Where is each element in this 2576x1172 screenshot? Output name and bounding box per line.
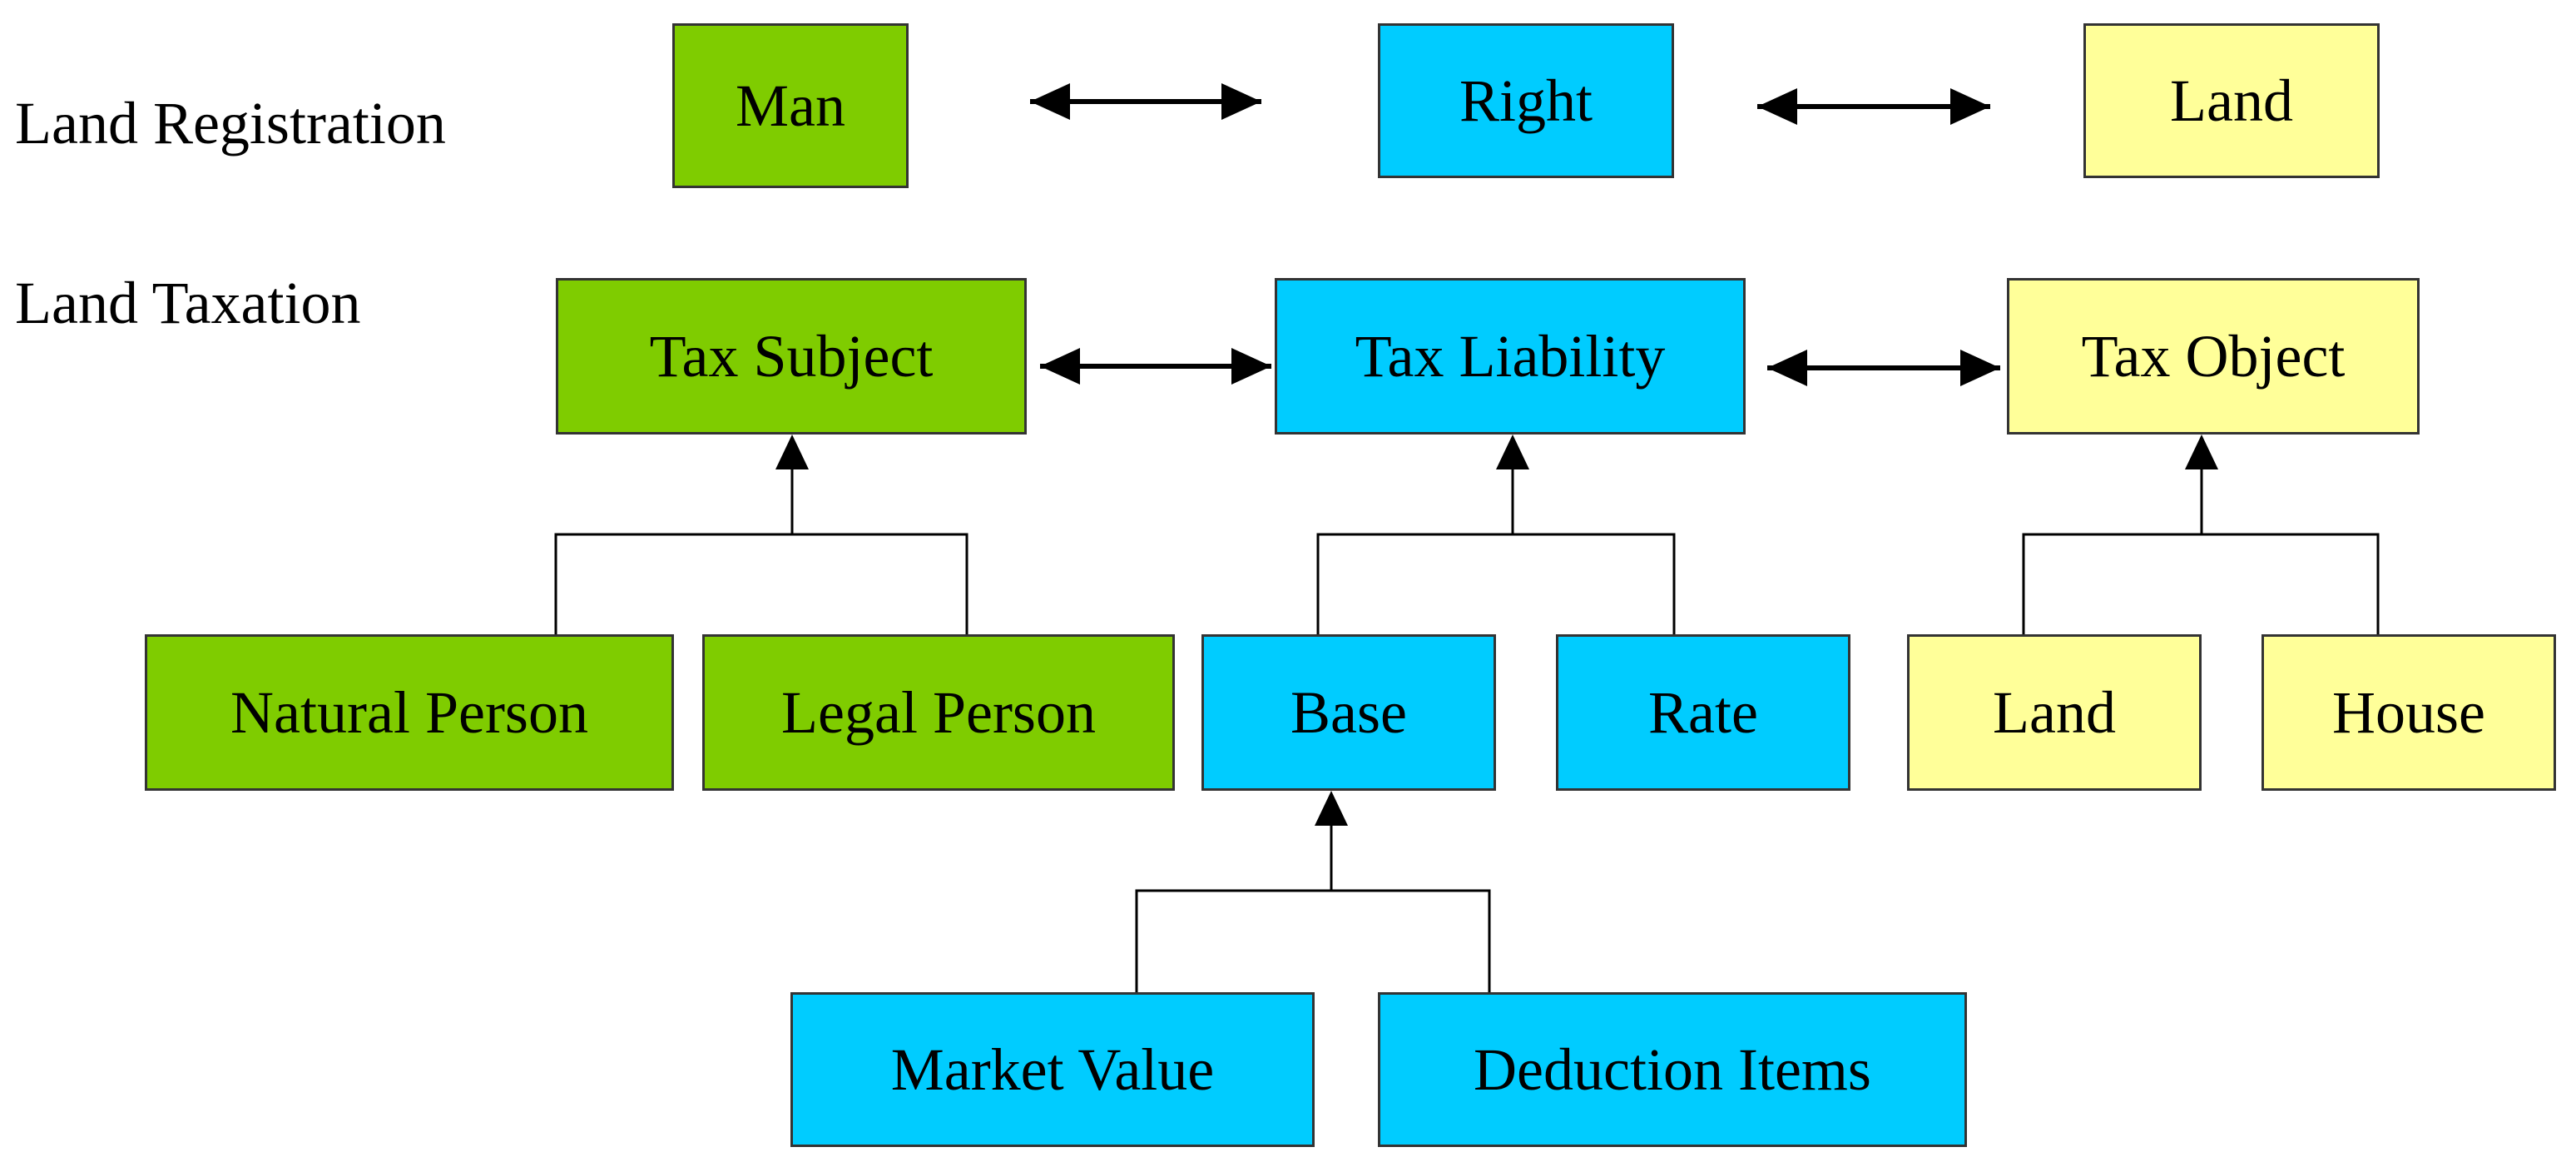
subject-tree-connector	[554, 466, 968, 634]
arrow-liability-object	[1767, 350, 2000, 386]
rate-box: Rate	[1556, 634, 1850, 791]
house-box: House	[2261, 634, 2556, 791]
land-box: Land	[2083, 23, 2380, 178]
tax-object-label: Tax Object	[2081, 323, 2346, 390]
deduction-items-box: Deduction Items	[1378, 992, 1967, 1147]
arrow-subject-liability	[1040, 348, 1271, 385]
man-box: Man	[672, 23, 909, 188]
subject-tree-arrowhead	[775, 435, 809, 469]
land-part-label: Land	[1993, 679, 2116, 746]
house-label: House	[2332, 679, 2485, 746]
tax-liability-box: Tax Liability	[1275, 278, 1746, 435]
legal-person-label: Legal Person	[781, 679, 1096, 746]
deduction-items-label: Deduction Items	[1474, 1036, 1871, 1103]
legal-person-box: Legal Person	[702, 634, 1175, 791]
liability-tree-arrowhead	[1496, 435, 1529, 469]
right-box: Right	[1378, 23, 1674, 178]
natural-person-box: Natural Person	[145, 634, 674, 791]
base-label: Base	[1290, 679, 1407, 746]
object-tree-connector	[2022, 466, 2380, 634]
tax-subject-label: Tax Subject	[649, 323, 934, 390]
tax-subject-box: Tax Subject	[556, 278, 1027, 435]
land-taxation-label: Land Taxation	[15, 270, 361, 336]
man-box-label: Man	[736, 72, 845, 139]
natural-person-label: Natural Person	[230, 679, 588, 746]
base-tree-connector	[1135, 824, 1491, 992]
base-tree-arrowhead	[1315, 791, 1348, 826]
land-registration-label: Land Registration	[15, 90, 446, 156]
object-tree-arrowhead	[2185, 435, 2218, 469]
base-box: Base	[1201, 634, 1496, 791]
rate-label: Rate	[1648, 679, 1758, 746]
liability-tree-connector	[1316, 466, 1676, 634]
market-value-label: Market Value	[890, 1036, 1215, 1103]
arrow-right-land	[1757, 88, 1990, 125]
land-box-label: Land	[2170, 67, 2293, 134]
tax-liability-label: Tax Liability	[1355, 323, 1666, 390]
land-part-box: Land	[1907, 634, 2202, 791]
right-box-label: Right	[1459, 67, 1593, 134]
arrow-man-right	[1030, 83, 1261, 120]
tax-object-box: Tax Object	[2007, 278, 2420, 435]
market-value-box: Market Value	[790, 992, 1315, 1147]
